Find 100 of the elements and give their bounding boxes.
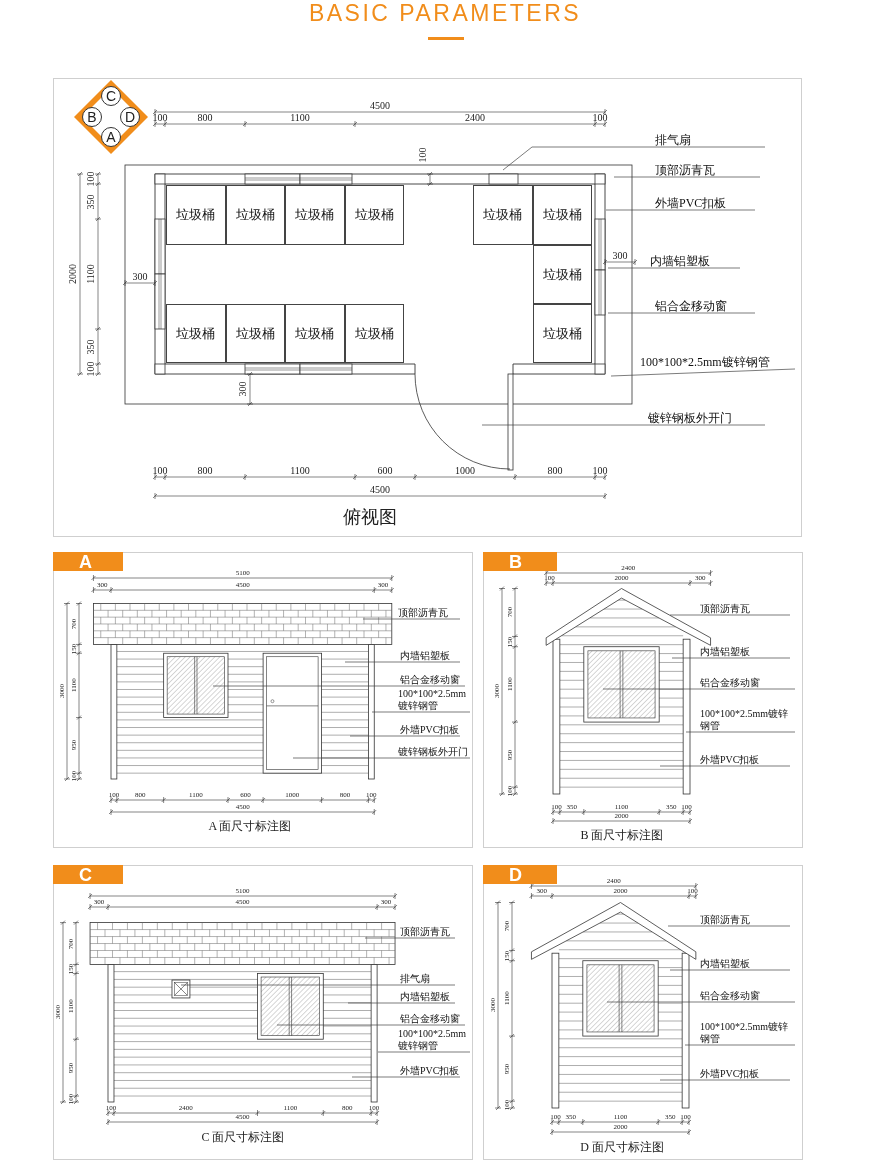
leader-line	[212, 685, 466, 687]
leader-line	[377, 1051, 471, 1053]
dimension-label: 100	[86, 361, 96, 377]
dimension-label: 1100	[290, 112, 310, 123]
dimension-label: 300	[132, 271, 148, 282]
bin-box: 垃圾桶	[166, 185, 226, 245]
drawing-panel	[53, 865, 473, 1160]
callout-label: 100*100*2.5mm镀锌钢管	[398, 1028, 470, 1052]
dimension-label: 1100	[86, 264, 96, 284]
callout-label: 铝合金移动窗	[700, 677, 795, 689]
dimension-label: 2400	[465, 112, 485, 123]
bin-box: 垃圾桶	[344, 304, 404, 363]
leader-line	[667, 925, 791, 927]
callout-label: 100*100*2.5mm镀锌钢管	[640, 355, 795, 369]
callout-label: 外墙PVC扣板	[400, 1065, 460, 1077]
view-tag: D	[483, 865, 557, 884]
leader-line	[292, 757, 471, 759]
dimension-label: 800	[197, 465, 213, 476]
leader-line	[659, 765, 791, 767]
leader-line	[669, 969, 791, 971]
leader-line	[347, 1002, 456, 1004]
dimension-label: 350	[86, 194, 96, 209]
leader-line	[685, 731, 796, 733]
dimension-label: 600	[377, 465, 393, 476]
leader-line	[613, 176, 761, 178]
dimension-label: 100	[152, 112, 168, 123]
leader-line	[344, 661, 461, 663]
dimension-label: 800	[547, 465, 563, 476]
bin-box: 垃圾桶	[473, 185, 533, 245]
bin-box: 垃圾桶	[285, 304, 345, 363]
dimension-label: 100	[152, 465, 168, 476]
callout-label: 顶部沥青瓦	[700, 603, 790, 615]
callout-label: 100*100*2.5mm镀锌钢管	[700, 1021, 795, 1045]
leader-line	[607, 267, 741, 269]
leader-line	[610, 368, 796, 377]
drawing-panel	[53, 78, 802, 537]
callout-label: 内墙铝塑板	[400, 991, 455, 1003]
view-caption: D 面尺寸标注图	[580, 1139, 664, 1155]
view-caption: C 面尺寸标注图	[201, 1129, 285, 1145]
leader-line	[669, 614, 791, 616]
leader-line	[502, 146, 766, 171]
view-tag: A	[53, 552, 123, 571]
callout-label: 顶部沥青瓦	[398, 607, 460, 619]
callout-label: 铝合金移动窗	[700, 990, 795, 1002]
callout-label: 内墙铝塑板	[650, 254, 740, 268]
leader-line	[276, 1024, 466, 1026]
leader-line	[605, 209, 756, 211]
dimension-label: 350	[86, 339, 96, 354]
bin-box: 垃圾桶	[532, 304, 592, 363]
dimension-label: 300	[238, 381, 248, 397]
callout-label: 铝合金移动窗	[400, 674, 465, 686]
leader-line	[349, 735, 461, 737]
drawing-panel	[53, 552, 473, 848]
callout-label: 镀锌钢板外开门	[398, 746, 470, 758]
leader-line	[180, 984, 456, 986]
leader-line	[351, 1076, 461, 1078]
callout-label: 内墙铝塑板	[700, 958, 790, 970]
view-caption: B 面尺寸标注图	[580, 827, 664, 843]
leader-line	[607, 312, 756, 314]
callout-label: 铝合金移动窗	[400, 1013, 465, 1025]
callout-label: 100*100*2.5mm镀锌钢管	[398, 688, 470, 712]
view-caption: 俯视图	[343, 507, 397, 529]
leader-line	[684, 1044, 796, 1046]
callout-label: 外墙PVC扣板	[700, 1068, 790, 1080]
callout-label: 100*100*2.5mm镀锌钢管	[700, 708, 795, 732]
view-caption: A 面尺寸标注图	[208, 818, 292, 834]
view-tag: B	[483, 552, 557, 571]
callout-label: 外墙PVC扣板	[655, 196, 755, 210]
view-tag: C	[53, 865, 123, 884]
drawing-panel	[483, 552, 803, 848]
leader-line	[362, 618, 461, 620]
callout-label: 外墙PVC扣板	[400, 724, 460, 736]
callout-label: 排气扇	[655, 133, 765, 147]
leader-line	[606, 1001, 796, 1003]
dimension-label: 100	[592, 465, 608, 476]
leader-line	[671, 657, 791, 659]
callout-label: 顶部沥青瓦	[700, 914, 790, 926]
dimension-label: 4500	[370, 484, 390, 495]
callout-label: 外墙PVC扣板	[700, 754, 790, 766]
callout-label: 铝合金移动窗	[655, 299, 755, 313]
bin-box: 垃圾桶	[225, 185, 285, 245]
dimension-label: 1100	[290, 465, 310, 476]
leader-line	[364, 937, 456, 939]
dimension-label: 1000	[455, 465, 475, 476]
bin-box: 垃圾桶	[225, 304, 285, 363]
leader-line	[371, 711, 471, 713]
dimension-label: 100	[86, 171, 96, 187]
drawing-panel	[483, 865, 803, 1160]
bin-box: 垃圾桶	[532, 185, 592, 245]
dimension-label: 100	[592, 112, 608, 123]
dimension-label: 800	[197, 112, 213, 123]
callout-label: 内墙铝塑板	[400, 650, 460, 662]
bin-box: 垃圾桶	[285, 185, 345, 245]
dimension-label: 4500	[370, 100, 390, 111]
callout-label: 排气扇	[400, 973, 455, 985]
callout-label: 顶部沥青瓦	[400, 926, 455, 938]
callout-label: 内墙铝塑板	[700, 646, 790, 658]
dimension-label: 100	[418, 147, 428, 163]
bin-box: 垃圾桶	[344, 185, 404, 245]
callout-label: 镀锌钢板外开门	[648, 411, 765, 425]
